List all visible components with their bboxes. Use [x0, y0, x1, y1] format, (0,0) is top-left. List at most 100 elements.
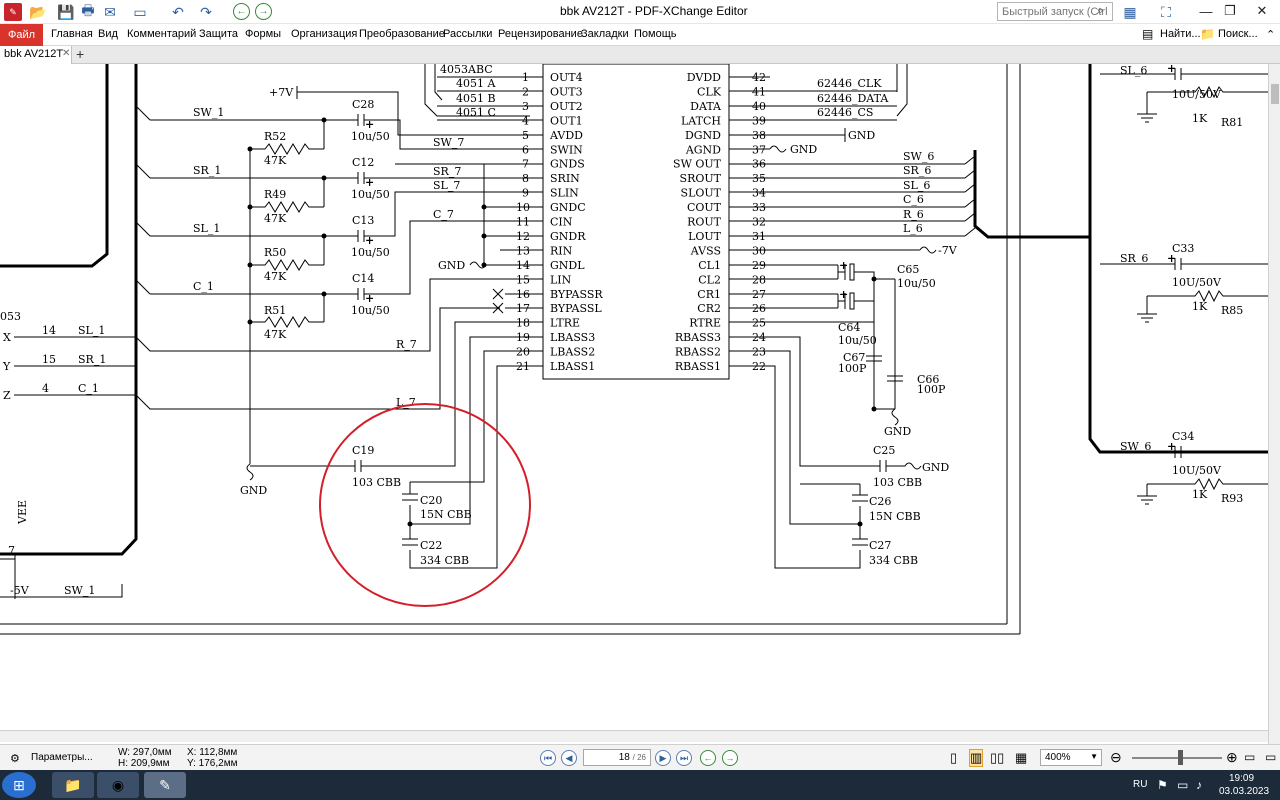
- menu-view[interactable]: Вид: [98, 28, 118, 40]
- continuous-facing-icon[interactable]: ▦: [1015, 750, 1028, 765]
- minimize-button[interactable]: —: [1199, 3, 1213, 19]
- ic-pin-name: AGND: [685, 143, 721, 156]
- next-page-button[interactable]: ▶: [655, 750, 671, 766]
- ic-pin-name: RIN: [550, 244, 573, 257]
- label-r51-value: 47K: [264, 328, 287, 341]
- ic-pin-number: 9: [522, 187, 529, 200]
- page-number-input[interactable]: 18 / 26: [583, 749, 651, 766]
- label-r81: R81: [1221, 116, 1243, 129]
- add-tab-icon[interactable]: +: [76, 46, 85, 62]
- settings-icon[interactable]: ⚙: [10, 753, 20, 765]
- svg-text:+: +: [365, 292, 374, 305]
- zoom-in-icon[interactable]: ⊕: [1226, 749, 1238, 765]
- email-icon[interactable]: ✉: [104, 3, 116, 20]
- open-folder-icon[interactable]: 📂: [29, 3, 47, 20]
- nav-forward-button[interactable]: →: [722, 750, 738, 766]
- search-button[interactable]: Поиск...: [1218, 28, 1258, 40]
- volume-icon[interactable]: ♪: [1196, 778, 1202, 792]
- menu-organize[interactable]: Организация: [291, 28, 358, 40]
- annotation-circle[interactable]: [319, 403, 531, 607]
- cursor-y: Y: 176,2мм: [187, 758, 238, 769]
- ic-pin-number: 36: [752, 158, 766, 171]
- file-menu[interactable]: Файл: [0, 24, 43, 46]
- prev-page-button[interactable]: ◀: [561, 750, 577, 766]
- menu-convert[interactable]: Преобразование: [359, 28, 445, 40]
- quick-launch-input[interactable]: [997, 2, 1113, 21]
- net-label-sl6: SL_6: [903, 179, 930, 192]
- params-button[interactable]: Параметры...: [31, 752, 93, 763]
- label-plus7v: +7V: [269, 86, 294, 99]
- page-height: H: 209,9мм: [118, 758, 170, 769]
- undo-icon[interactable]: ↶: [172, 3, 184, 20]
- ic-pin-name: OUT2: [550, 100, 583, 113]
- app-icon[interactable]: ✎: [4, 3, 22, 21]
- label-1k-bottom: 1K: [1192, 488, 1208, 501]
- close-button[interactable]: ✕: [1256, 3, 1268, 18]
- zoom-out-icon[interactable]: ⊖: [1110, 749, 1122, 765]
- label-sl6-far: SL_6: [1120, 64, 1147, 77]
- menu-bookmarks[interactable]: Закладки: [581, 28, 629, 40]
- first-page-button[interactable]: ⏮: [540, 750, 556, 766]
- label-vee: VEE: [16, 500, 29, 525]
- facing-pages-icon[interactable]: ▯▯: [990, 750, 1005, 765]
- continuous-page-icon[interactable]: ▥: [969, 749, 984, 767]
- ic-pin-number: 41: [752, 85, 766, 98]
- label-neg5v: -5V: [10, 584, 30, 597]
- zoom-select[interactable]: 400%▼: [1040, 749, 1102, 766]
- fit-page-icon[interactable]: ▭: [1244, 750, 1256, 764]
- chevron-down-icon: ▼: [1090, 752, 1098, 761]
- total-pages: / 26: [632, 753, 646, 762]
- close-icon[interactable]: ✕: [62, 48, 71, 59]
- menu-review[interactable]: Рецензирование: [498, 28, 583, 40]
- find-icon[interactable]: ▤: [1142, 27, 1154, 41]
- chrome-icon[interactable]: ◉: [97, 772, 139, 798]
- language-indicator[interactable]: RU: [1133, 779, 1148, 790]
- zoom-slider-thumb[interactable]: [1178, 750, 1183, 765]
- save-icon[interactable]: 💾: [57, 3, 75, 20]
- print-icon[interactable]: 🖶: [81, 2, 95, 18]
- zoom-slider[interactable]: [1132, 757, 1222, 759]
- search-icon[interactable]: ⌕: [1097, 3, 1104, 17]
- scan-icon[interactable]: ▭: [133, 3, 147, 20]
- redo-icon[interactable]: ↷: [200, 3, 212, 20]
- document-view[interactable]: ++ ++ ++ +++ +7V SW_1 SR_1 SL_1 C_1 R52 …: [0, 64, 1268, 744]
- explorer-icon[interactable]: 📁: [52, 772, 94, 798]
- menu-share[interactable]: Рассылки: [443, 28, 493, 40]
- back-icon[interactable]: ←: [233, 3, 250, 20]
- ic-pin-number: 13: [516, 244, 530, 257]
- fit-width-icon[interactable]: ▭: [1265, 750, 1277, 764]
- pdf-xchange-icon[interactable]: ✎: [144, 772, 186, 798]
- maximize-button[interactable]: ❐: [1224, 3, 1236, 18]
- nav-back-button[interactable]: ←: [700, 750, 716, 766]
- menu-help[interactable]: Помощь: [634, 28, 677, 40]
- net-label-gnd-agnd: GND: [790, 143, 817, 156]
- ic-pin-name: DVDD: [687, 71, 721, 84]
- search-folder-icon[interactable]: 📁: [1200, 27, 1215, 41]
- tab-document[interactable]: bbk AV212T ✕: [0, 46, 72, 64]
- menu-comment[interactable]: Комментарий: [127, 28, 197, 40]
- net-label-c6: C_6: [903, 193, 924, 206]
- menu-forms[interactable]: Формы: [245, 28, 282, 40]
- ribbon-toggle-icon[interactable]: ⌃: [1266, 29, 1276, 41]
- network-icon[interactable]: ▭: [1177, 778, 1189, 792]
- find-button[interactable]: Найти...: [1160, 28, 1201, 40]
- menu-protect[interactable]: Защита: [199, 28, 238, 40]
- horizontal-scrollbar[interactable]: [0, 730, 1268, 742]
- vertical-scrollbar[interactable]: [1268, 64, 1280, 744]
- menu-home[interactable]: Главная: [51, 28, 93, 40]
- flag-icon[interactable]: ⚑: [1157, 778, 1168, 792]
- ic-pin-name: DGND: [685, 129, 721, 142]
- last-page-button[interactable]: ⏭: [676, 750, 692, 766]
- net-label-sr6: SR_6: [903, 164, 931, 177]
- label-y: Y: [2, 360, 11, 373]
- forward-icon[interactable]: →: [255, 3, 272, 20]
- single-page-icon[interactable]: ▯: [950, 750, 958, 765]
- scroll-thumb[interactable]: [1271, 84, 1279, 104]
- clock-date[interactable]: 03.03.2023: [1219, 786, 1270, 797]
- options-icon[interactable]: ▦: [1123, 3, 1137, 20]
- ic-pin-name: SLIN: [550, 187, 579, 200]
- fullscreen-icon[interactable]: ⛶: [1161, 3, 1171, 20]
- start-button[interactable]: ⊞: [2, 772, 36, 798]
- ic-pin-number: 20: [516, 346, 530, 359]
- clock-time[interactable]: 19:09: [1229, 773, 1255, 784]
